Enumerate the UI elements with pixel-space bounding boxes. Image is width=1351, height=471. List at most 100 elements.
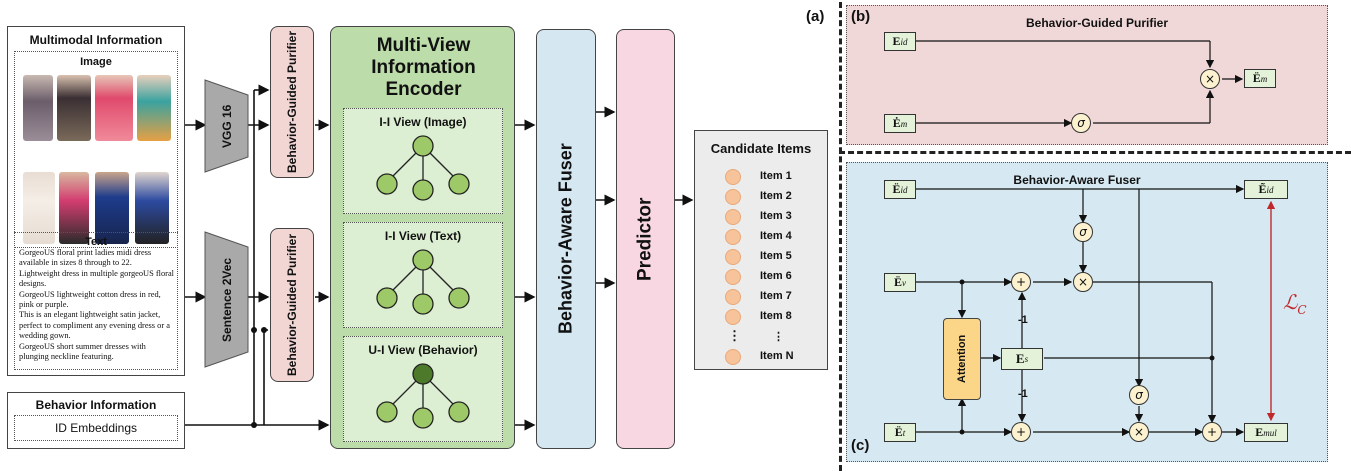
purifier-image: Behavior-Guided Purifier (270, 26, 314, 178)
panel-c-plus-v-symbol: + (1015, 275, 1027, 289)
item-label: Item 5 (760, 250, 792, 262)
tree-behavior-leaf-2 (412, 407, 434, 429)
text-box: Text GorgeoUS floral print ladies midi d… (14, 232, 178, 370)
view-behavior-label: U-I View (Behavior) (368, 343, 478, 357)
vgg-label: VGG 16 (220, 104, 234, 148)
fuser-label: Behavior-Aware Fuser (555, 143, 576, 335)
candidate-item: Item 2 (695, 187, 827, 205)
candidate-item: Item 7 (695, 287, 827, 305)
attention-block: Attention (943, 318, 981, 400)
purifier-text-label: Behavior-Guided Purifier (285, 233, 299, 377)
dress-photo-3 (95, 75, 133, 141)
contrastive-loss-label: ℒC (1283, 290, 1307, 317)
panel-c-sigmoid-mid: σ (1129, 385, 1149, 405)
candidate-item: Item 3 (695, 207, 827, 225)
panel-c-title: Behavior-Aware Fuser (1013, 173, 1141, 187)
minus-one-lower: -1 (1018, 388, 1028, 400)
sentence-label: Sentence 2Vec (220, 257, 234, 342)
candidate-item: Item 1 (695, 167, 827, 185)
main-arrows (185, 79, 694, 431)
panel-c-e-id-in-sub: id (900, 184, 908, 195)
item-dot (725, 309, 741, 325)
tree-image-leaf-2 (412, 179, 434, 201)
panel-c-plus-v: + (1011, 272, 1031, 292)
panel-c: (c) Behavior-Aware Fuser (846, 162, 1328, 462)
panel-b-sigmoid-op: σ (1071, 113, 1091, 133)
panel-b-arrows (916, 40, 1244, 128)
purifier-text: Behavior-Guided Purifier (270, 228, 314, 382)
candidate-title: Candidate Items (710, 141, 812, 156)
candidate-ellipsis-row: ⋮⋮ (695, 327, 827, 345)
minus-one-upper: -1 (1018, 314, 1028, 326)
tree-behavior-user-node (412, 363, 434, 385)
panel-c-plus-t: + (1011, 422, 1031, 442)
item-dot (725, 209, 741, 225)
panel-c-plus-t-symbol: + (1015, 425, 1027, 439)
candidate-item: Item 5 (695, 247, 827, 265)
candidate-item: Item 6 (695, 267, 827, 285)
tree-image-leaf-3 (448, 173, 470, 195)
panel-b-e-id-symbol: E (892, 34, 901, 48)
panel-a-tag: (a) (806, 8, 825, 25)
predictor-label: Predictor (634, 197, 656, 281)
text-body: GorgeoUS floral print ladies midi dress … (19, 248, 174, 362)
panel-b-tag: (b) (851, 8, 871, 25)
panel-c-e-v-symbol: Ë (893, 275, 902, 289)
candidate-item: Item N (695, 347, 827, 365)
panel-c-sigma-mid-symbol: σ (1135, 388, 1143, 402)
panel-c-plus-final-symbol: + (1206, 425, 1218, 439)
mvie-title: Multi-View Information Encoder (371, 35, 476, 100)
panel-b-sigma-symbol: σ (1077, 116, 1085, 130)
item-label: Item 3 (760, 210, 792, 222)
item-label: Item 8 (760, 310, 792, 322)
item-label: Item 6 (760, 270, 792, 282)
item-dot (725, 349, 741, 365)
panel-b-e-m-in-sub: m (900, 118, 908, 129)
panel-c-e-mul-symbol: E (1255, 425, 1264, 439)
panel-b-multiply-op: × (1200, 69, 1220, 89)
candidate-list: Item 1 Item 2 Item 3 Item 4 Item 5 Item … (695, 167, 827, 367)
ellipsis-right: ⋮ (773, 330, 784, 343)
sentence-encoder: Sentence 2Vec (206, 232, 248, 367)
tree-text-leaf-3 (448, 287, 470, 309)
panel-c-multiply-t: × (1129, 422, 1149, 442)
dress-photo-1 (23, 75, 53, 141)
vgg-encoder: VGG 16 (206, 80, 248, 172)
item-label: Item 4 (760, 230, 792, 242)
panel-c-arrows (916, 184, 1276, 437)
view-image-label: I-I View (Image) (379, 115, 467, 129)
tree-image-leaf-1 (376, 173, 398, 195)
text-label: Text (85, 236, 107, 248)
tree-text (376, 249, 470, 315)
panel-b-e-m-in-symbol: Ė (892, 116, 901, 130)
multimodal-title: Multimodal Information (29, 33, 163, 47)
item-dot (725, 169, 741, 185)
predictor: Predictor (616, 29, 675, 449)
candidate-item: Item 8 (695, 307, 827, 325)
vertical-dashed-separator (839, 2, 842, 471)
panel-c-e-mul-sub: mul (1263, 427, 1277, 438)
tree-behavior-leaf-3 (448, 401, 470, 423)
image-label: Image (80, 56, 112, 68)
id-embeddings-box: ID Embeddings (14, 415, 178, 441)
item-dot (725, 289, 741, 305)
panel-b-e-m-out-symbol: Ë (1252, 71, 1261, 85)
panel-c-e-id-out-symbol: Ẽ (1258, 182, 1267, 196)
item-label: Item N (760, 350, 794, 362)
panel-b-times-symbol: × (1204, 72, 1216, 86)
item-dot (725, 229, 741, 245)
item-dot (725, 269, 741, 285)
panel-c-e-t-sub: t (902, 427, 906, 438)
panel-c-e-id-in-symbol: Ë (892, 182, 901, 196)
panel-c-multiply-v: × (1073, 272, 1093, 292)
panel-c-e-v-sub: v (902, 277, 906, 288)
tree-text-leaf-2 (412, 293, 434, 315)
attention-label: Attention (956, 334, 968, 384)
panel-c-e-t-symbol: Ë (894, 425, 903, 439)
